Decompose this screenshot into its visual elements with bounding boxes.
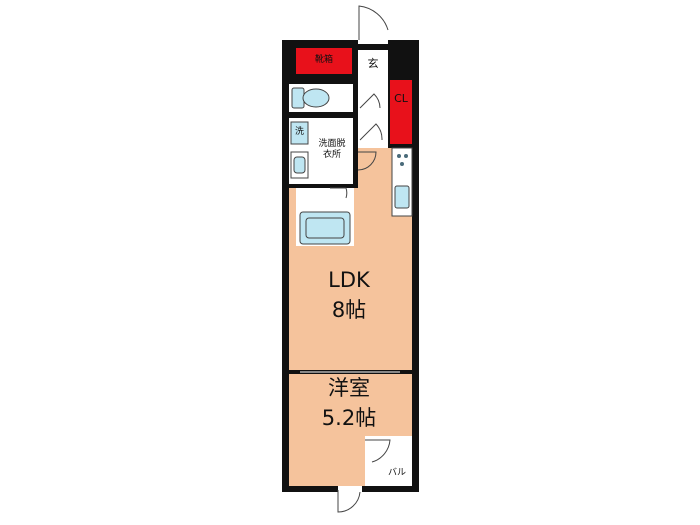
washroom-label: 洗面脱 衣所: [318, 139, 346, 160]
stove-burner-icon: [397, 154, 401, 158]
washer-label: 洗: [294, 127, 304, 137]
bathtub-inner: [305, 217, 345, 239]
ldk-label: LDK: [328, 268, 370, 292]
bottom-door-swing: [337, 490, 361, 513]
western-room-size-label: 5.2帖: [321, 406, 377, 430]
balcony-door-swing: [365, 439, 391, 463]
stove-burner-icon: [404, 154, 408, 158]
ldk-size-label: 8帖: [331, 298, 367, 322]
toilet-bowl-icon: [302, 88, 330, 108]
entry-door-gap: [358, 38, 388, 44]
washroom-door-swing: [359, 123, 383, 141]
entry-door-swing: [358, 5, 389, 40]
closet: [390, 80, 412, 144]
toilet-tank: [291, 87, 305, 109]
closet-label: CL: [394, 92, 408, 105]
shoebox: [296, 48, 352, 74]
western-room-label: 洋室: [328, 376, 370, 400]
balcony-label: バル: [387, 468, 406, 478]
bottom-door-gap: [338, 486, 362, 494]
balcony-area: [365, 436, 412, 486]
living-door-swing: [357, 151, 377, 171]
entrance-label: 玄: [367, 57, 379, 70]
washing-machine: [290, 121, 309, 145]
bath-door-swing: [330, 187, 348, 199]
entrance-area: [358, 50, 388, 80]
wash-basin-bowl-icon: [293, 156, 306, 174]
toilet-door-swing: [359, 93, 381, 109]
kitchen-sink: [394, 185, 410, 209]
stove-burner-icon: [400, 162, 404, 166]
shoebox-label: 靴箱: [314, 55, 333, 65]
